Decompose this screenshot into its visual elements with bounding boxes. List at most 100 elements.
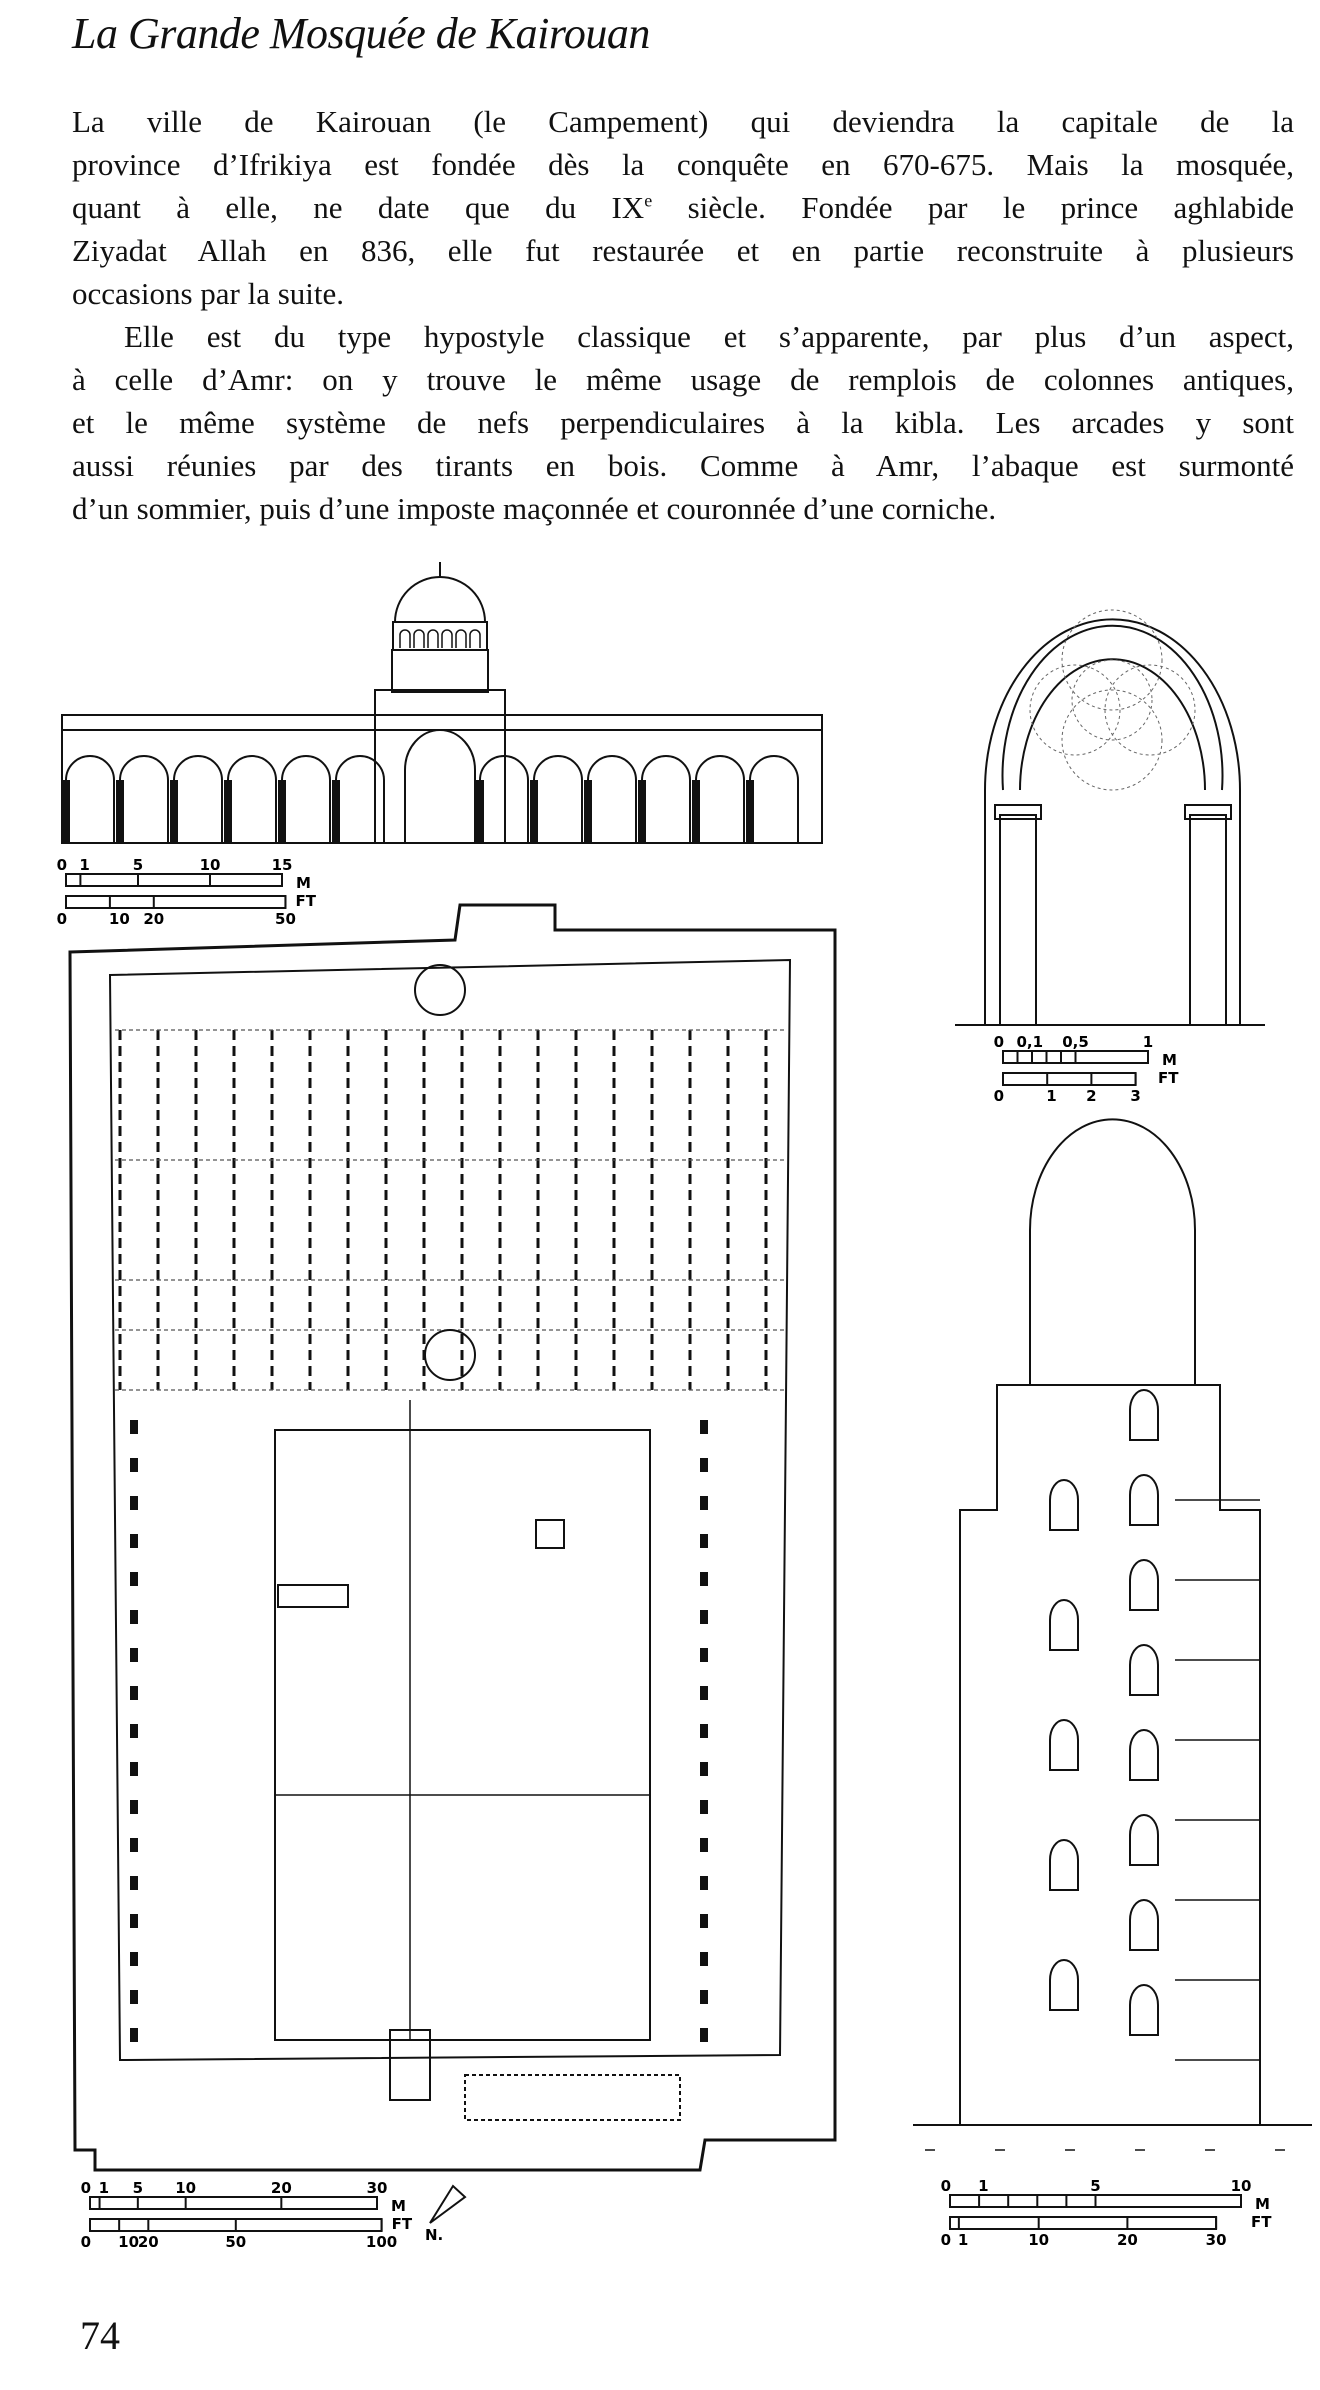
meter-label: 20 [271,2179,292,2197]
minaret-section-drawing [913,1118,1312,2151]
portico-column [700,1686,708,1700]
arcade-arch [641,755,691,843]
feet-label: 10 [118,2233,139,2251]
portico-column [700,1496,708,1510]
portico-column [700,1572,708,1586]
portico-column [130,1724,138,1738]
entrance-hall [464,2074,681,2121]
portico-column [130,1914,138,1928]
portico-column [700,1762,708,1776]
meter-label: 10 [200,856,221,874]
arcade-arch [281,755,331,843]
portico-column [700,1876,708,1890]
intrados [1019,658,1206,791]
meter-label: 1 [99,2179,109,2197]
portico-column [130,1686,138,1700]
meter-label: 10 [1231,2177,1252,2195]
arcade-arch [65,755,115,843]
feet-bar [949,2216,1218,2230]
courtyard [274,1429,651,2041]
text-line: et le même système de nefs perpendiculai… [72,405,1294,440]
north-label: N. [425,2226,443,2244]
meter-unit: M [296,874,311,892]
meter-label: 5 [1090,2177,1100,2195]
window [1129,1899,1159,1951]
text-line: Ziyadat Allah en 836, elle fut restaurée… [72,233,1294,268]
north-arrow-shape [429,2184,467,2224]
window [455,629,467,648]
text-line: La ville de Kairouan (le Campement) qui … [72,104,1294,139]
meter-bar [89,2196,378,2210]
meter-label: 0 [994,1033,1004,1051]
inner-arch-ring [1001,624,1224,791]
arcade-arch [335,755,385,843]
feet-label: 20 [1117,2231,1138,2249]
portico-column [130,1762,138,1776]
meter-label: 0,5 [1062,1033,1089,1051]
central-arch [404,729,476,843]
feet-label: 0 [57,910,67,928]
text-line: province d’Ifrikiya est fondée dès la co… [72,147,1294,182]
feet-label: 0 [994,1087,1004,1105]
minaret-lantern [1029,1118,1196,1385]
construction-circle [1061,609,1163,711]
meter-label: 5 [133,856,143,874]
capital [1184,804,1232,820]
portico-column [130,1572,138,1586]
meter-label: 15 [272,856,293,874]
text-line: aussi réunies par des tirants en bois. C… [72,448,1294,483]
feet-unit: FT [295,892,316,910]
window [1049,1719,1079,1771]
column [530,780,538,843]
feet-label: 0 [81,2233,91,2251]
construction-circle [1061,689,1163,791]
portico-column [130,1648,138,1662]
portico-column [130,1534,138,1548]
portico-column [130,1496,138,1510]
facade-elevation [61,562,823,844]
arcade-arch [119,755,169,843]
feet-label: 1 [1046,1087,1056,1105]
window [1129,1984,1159,2036]
column [999,814,1037,1026]
minaret-tower [959,1384,1261,2126]
text-line: à celle d’Amr: on y trouve le même usage… [72,362,1294,397]
portico-column [700,1458,708,1472]
window [469,629,481,648]
portico-column [130,1420,138,1434]
feet-label: 10 [1028,2231,1049,2249]
meter-bar [65,873,283,887]
column [692,780,700,843]
feet-label: 2 [1086,1087,1096,1105]
window [1049,1599,1079,1651]
meter-label: 1 [79,856,89,874]
north-arrow-icon: N. [425,2184,467,2244]
portico-column [130,1458,138,1472]
feet-label: 20 [143,910,164,928]
feet-unit: FT [392,2215,413,2233]
window [413,629,425,648]
window [1049,1839,1079,1891]
window [399,629,411,648]
meter-unit: M [1255,2195,1270,2213]
meter-label: 0,1 [1017,1033,1044,1051]
portico-column [700,1990,708,2004]
meter-label: 0 [57,856,67,874]
feet-label: 0 [941,2231,951,2249]
column [62,780,70,843]
feet-label: 100 [366,2233,397,2251]
central-dome [424,1329,476,1381]
column [332,780,340,843]
feet-unit: FT [1251,2213,1272,2231]
prayer-hall-outline [108,958,792,2062]
column [278,780,286,843]
portico-column [700,1952,708,1966]
feet-label: 1 [958,2231,968,2249]
window [1129,1559,1159,1611]
feet-label: 50 [275,910,296,928]
window [1129,1474,1159,1526]
meter-label: 5 [133,2179,143,2197]
